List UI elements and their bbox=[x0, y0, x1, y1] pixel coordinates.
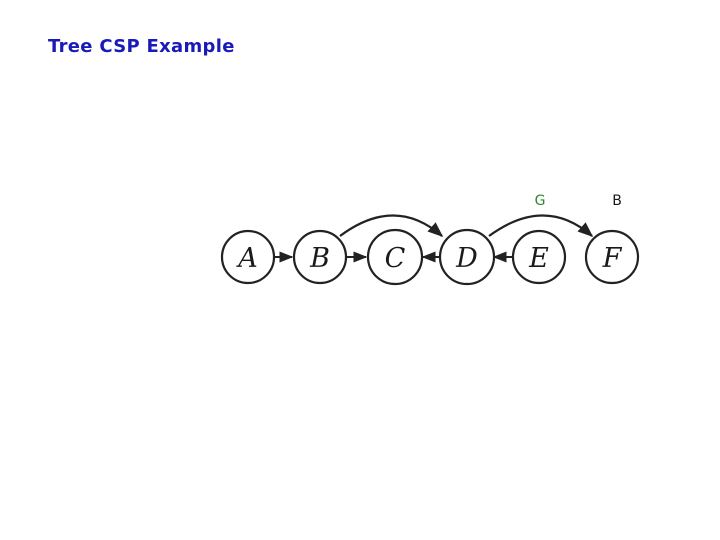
slide-title: Tree CSP Example bbox=[48, 36, 235, 57]
node-c: C bbox=[366, 228, 424, 286]
value-label-f: B bbox=[612, 193, 622, 209]
edge-b-d bbox=[339, 214, 444, 238]
svg-text:D: D bbox=[455, 243, 478, 274]
edge-d-f bbox=[488, 214, 594, 238]
node-a: A bbox=[220, 229, 276, 285]
node-f: F bbox=[584, 229, 640, 285]
value-label-e: G bbox=[535, 193, 546, 209]
svg-text:F: F bbox=[602, 243, 623, 274]
svg-text:B: B bbox=[309, 243, 330, 274]
node-b: B bbox=[292, 229, 348, 285]
svg-text:A: A bbox=[235, 243, 258, 274]
svg-text:C: C bbox=[385, 243, 406, 274]
node-e: E bbox=[511, 229, 567, 285]
node-d: D bbox=[438, 228, 496, 286]
svg-text:E: E bbox=[528, 243, 549, 274]
